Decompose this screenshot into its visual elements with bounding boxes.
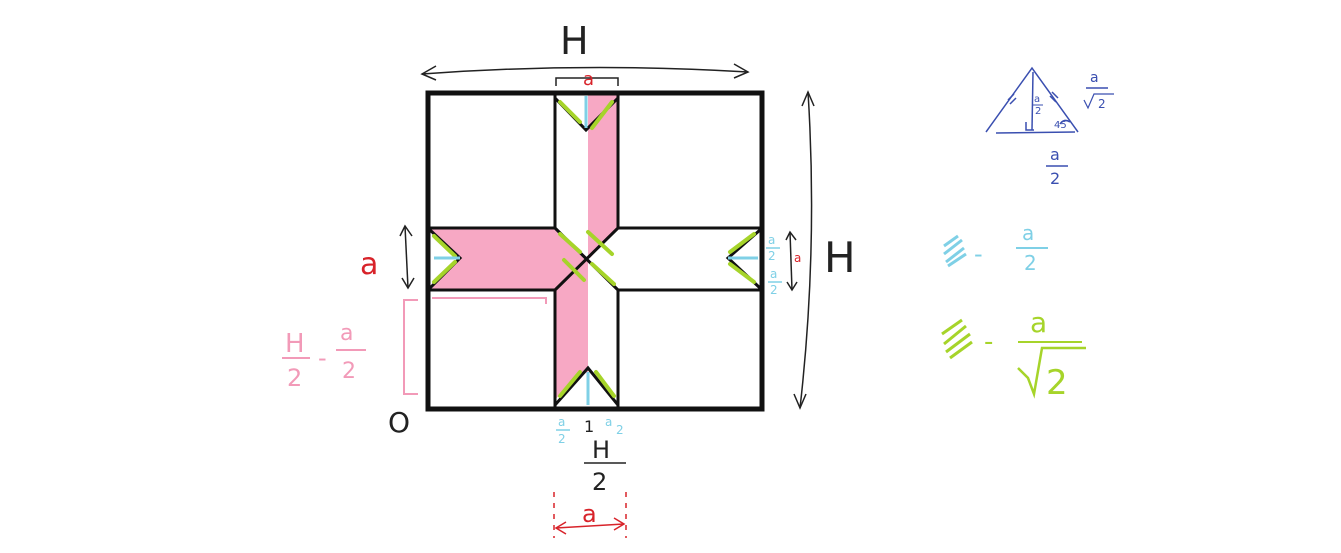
pink-top-line — [432, 297, 547, 304]
svg-text:a: a — [768, 233, 775, 247]
left-a-label: a — [360, 247, 378, 282]
svg-text:2: 2 — [768, 249, 776, 263]
cyan-swatch — [943, 234, 967, 268]
svg-text:2: 2 — [1046, 363, 1068, 403]
sqrt-sign-small — [1083, 93, 1114, 110]
svg-text:a: a — [605, 415, 612, 429]
pink-formula: H 2 - a 2 — [282, 321, 366, 392]
triangle-sketch — [985, 66, 1079, 134]
svg-text:2: 2 — [770, 283, 778, 297]
green-highlights — [432, 100, 756, 398]
left-a-dimension — [399, 224, 415, 290]
cyan-ticks — [434, 96, 758, 405]
right-a-dimension — [785, 230, 798, 292]
svg-text:2: 2 — [342, 359, 356, 384]
svg-text:2: 2 — [287, 364, 302, 392]
bottom-a-label: a — [582, 500, 597, 528]
pink-shaded-region — [430, 95, 618, 400]
right-height-label: H — [824, 233, 856, 282]
origin-label: O — [388, 406, 410, 439]
svg-text:a: a — [1050, 145, 1060, 164]
svg-text:2: 2 — [616, 423, 624, 437]
outer-square — [425, 90, 765, 412]
svg-text:2: 2 — [592, 468, 607, 496]
right-red-a-label: a — [794, 251, 801, 265]
svg-text:a: a — [1034, 94, 1040, 105]
svg-text:45: 45 — [1054, 120, 1067, 131]
right-small-labels: a 2 a 2 — [766, 233, 782, 297]
svg-text:a: a — [1022, 221, 1034, 245]
top-width-dimension — [420, 63, 750, 81]
svg-text:a: a — [770, 267, 777, 281]
green-sqrt-sign — [1017, 346, 1086, 399]
pink-horizontal-strip — [430, 228, 588, 290]
green-legend: - a 2 — [941, 306, 1086, 403]
bottom-small-labels: a 2 a 2 — [556, 415, 624, 446]
bottom-a-dimension — [553, 492, 627, 538]
svg-text:H: H — [285, 329, 305, 359]
top-a-label: a — [583, 69, 594, 90]
svg-text:2: 2 — [558, 432, 566, 446]
svg-text:a: a — [558, 415, 565, 429]
svg-text:2: 2 — [1035, 106, 1041, 117]
triangle-labels: a 2 a 2 45 a 2 — [1033, 70, 1114, 188]
svg-text:a: a — [1030, 306, 1047, 339]
svg-text:-: - — [974, 240, 983, 268]
bottom-tick-label: 1 — [584, 417, 594, 436]
bottom-center-fraction: H 2 — [584, 436, 626, 496]
right-height-dimension — [793, 90, 815, 410]
svg-text:a: a — [1090, 70, 1099, 86]
svg-text:2: 2 — [1024, 251, 1037, 275]
pink-bracket — [403, 299, 418, 395]
svg-text:2: 2 — [1050, 169, 1060, 188]
svg-text:-: - — [984, 327, 993, 357]
cyan-legend: - a 2 — [943, 221, 1048, 275]
svg-text:-: - — [318, 344, 327, 372]
bottom-notch — [553, 365, 620, 406]
svg-text:a: a — [340, 321, 353, 346]
svg-text:H: H — [592, 436, 610, 464]
pink-vertical-strip — [588, 95, 618, 258]
top-width-label: H — [560, 19, 589, 63]
green-swatch — [941, 318, 973, 360]
svg-text:2: 2 — [1098, 97, 1106, 111]
pink-lower-vertical-strip — [555, 258, 588, 400]
top-a-bracket — [555, 77, 619, 86]
